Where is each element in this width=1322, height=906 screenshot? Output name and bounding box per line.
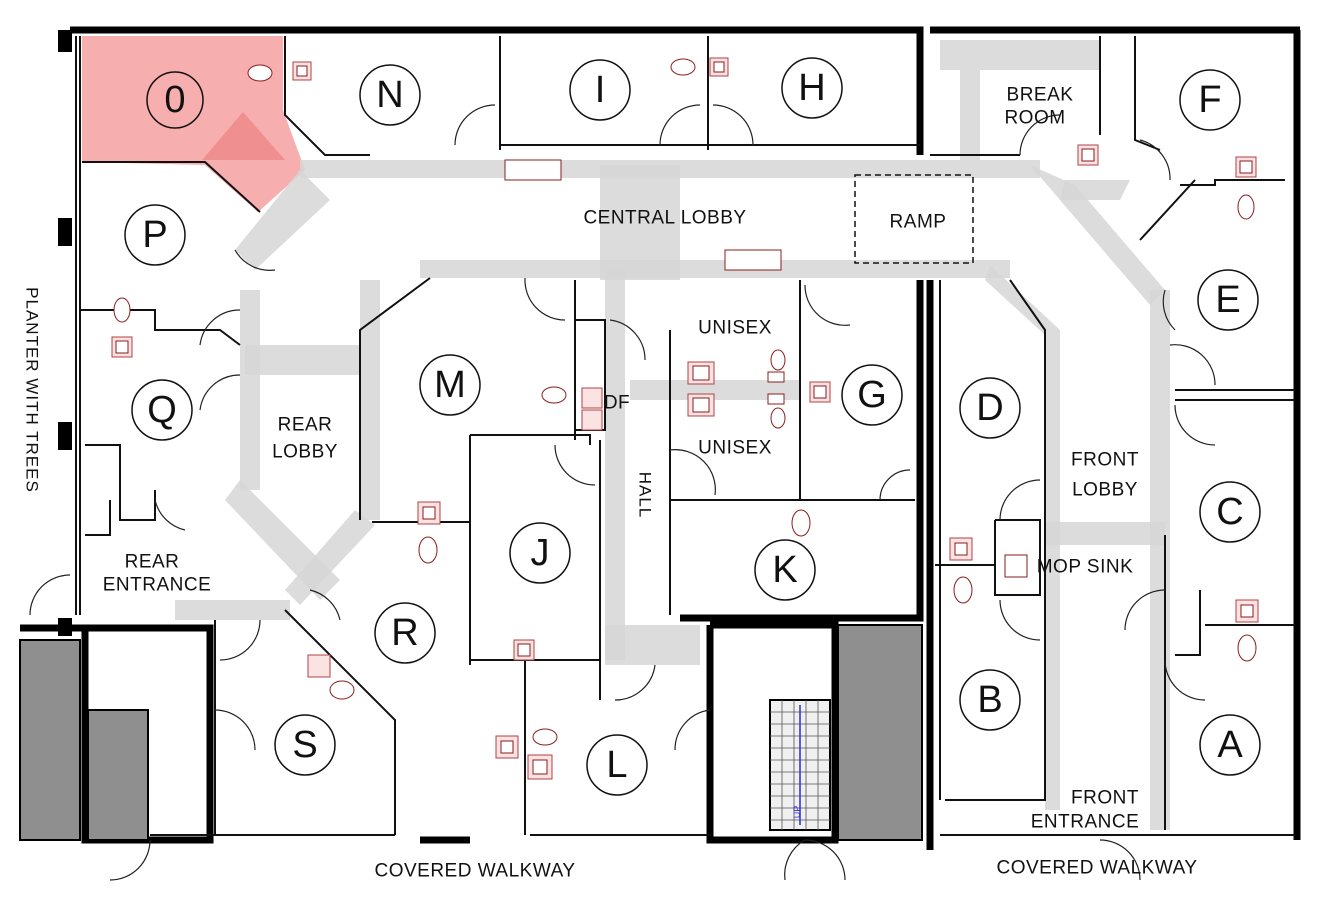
hall-label: HALL (636, 472, 655, 519)
rear-lobby-label-1: REAR (278, 415, 333, 436)
room-letter-o: 0 (164, 79, 185, 121)
gray-block-left (19, 639, 81, 841)
room-letter-l: L (606, 744, 627, 786)
planter-label: PLANTER WITH TREES (23, 287, 42, 493)
rear-lobby-label-2: LOBBY (272, 442, 338, 463)
room-letter-n: N (376, 74, 403, 116)
exterior-walls (20, 26, 1301, 850)
interior-walls (75, 36, 1295, 836)
gray-block-right (837, 624, 923, 841)
room-letter-k: K (772, 549, 797, 591)
df-label: DF (604, 393, 630, 414)
room-letter-h: H (798, 67, 825, 109)
rear-entrance-label-1: REAR (125, 552, 180, 573)
covered-walkway-left-label: COVERED WALKWAY (374, 861, 575, 882)
front-lobby-label-2: LOBBY (1072, 480, 1138, 501)
room-letter-d: D (976, 387, 1003, 429)
room-letter-g: G (857, 374, 887, 416)
stairs: UP (769, 699, 831, 831)
unisex-top-label: UNISEX (698, 318, 772, 339)
room-letter-s: S (292, 724, 317, 766)
room-letter-a: A (1217, 724, 1243, 766)
door-swings (29, 104, 1216, 881)
fixtures (111, 57, 1259, 780)
ramp-label: RAMP (890, 212, 947, 233)
covered-walkway-right-label: COVERED WALKWAY (996, 858, 1197, 879)
room-letter-q: Q (147, 389, 177, 431)
room-o-highlight (82, 36, 305, 212)
area-labels: BREAK ROOM CENTRAL LOBBY RAMP UNISEX UNI… (23, 85, 1198, 882)
room-letter-b: B (977, 679, 1002, 721)
front-lobby-label-1: FRONT (1071, 450, 1139, 471)
mop-sink-label: MOP SINK (1037, 557, 1134, 578)
central-lobby-label: CENTRAL LOBBY (583, 208, 746, 229)
gray-block-left-inner (87, 709, 149, 841)
break-room-label-1: BREAK (1007, 85, 1074, 106)
room-letter-i: I (595, 69, 606, 111)
room-letter-e: E (1215, 279, 1240, 321)
room-markers: 0 N I H F P Q M G D E C J K R S L B A (124, 57, 1261, 796)
room-o-highlight-triangle (202, 112, 285, 160)
rear-entrance-label-2: ENTRANCE (103, 575, 212, 596)
room-letter-m: M (434, 364, 466, 406)
room-letter-f: F (1198, 79, 1221, 121)
front-entrance-label-1: FRONT (1071, 788, 1139, 809)
room-letter-r: R (391, 612, 418, 654)
unisex-bottom-label: UNISEX (698, 438, 772, 459)
room-letter-p: P (142, 214, 167, 256)
stair-up-label: UP (792, 806, 802, 819)
room-letter-c: C (1216, 491, 1243, 533)
room-letter-j: J (531, 532, 550, 574)
front-entrance-label-2: ENTRANCE (1031, 812, 1140, 833)
break-room-label-2: ROOM (1004, 108, 1065, 129)
